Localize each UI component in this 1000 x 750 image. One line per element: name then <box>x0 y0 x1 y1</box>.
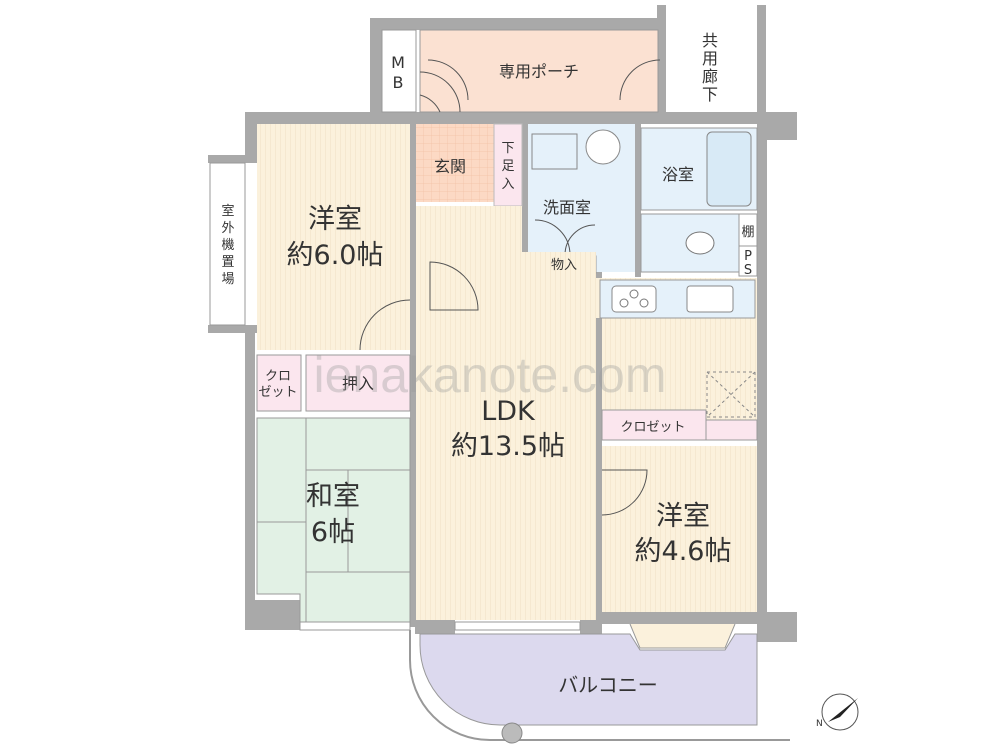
western-room-1-size: 約6.0帖 <box>287 240 384 271</box>
pipe-space <box>738 245 758 277</box>
svg-text:用: 用 <box>702 49 718 68</box>
walls <box>208 5 797 642</box>
toilet-icon <box>685 231 715 255</box>
shelf-label: 棚 <box>741 225 754 240</box>
japanese-room-name: 和室 <box>306 481 360 512</box>
entrance-label: 玄関 <box>434 157 466 176</box>
door-swing-icon <box>601 469 648 516</box>
svg-text:場: 場 <box>221 272 234 287</box>
svg-text:共: 共 <box>702 31 718 50</box>
closet-small <box>256 354 302 412</box>
ldk-size: 約13.5帖 <box>451 431 565 462</box>
svg-text:入: 入 <box>501 177 514 192</box>
western-room-2-size: 約4.6帖 <box>635 536 732 567</box>
svg-text:S: S <box>744 263 752 278</box>
oshiire-label: 押入 <box>342 374 374 393</box>
svg-text:クロ: クロ <box>265 369 291 384</box>
bathtub-icon <box>706 131 752 207</box>
closet-label: クロゼット <box>620 420 685 435</box>
closet <box>601 409 707 441</box>
shoe-cabinet <box>493 123 523 207</box>
corridor-label: 共用 廊下 <box>702 31 718 104</box>
ldk <box>416 252 596 620</box>
outdoor-unit-space <box>209 162 246 326</box>
stove-icon <box>611 285 657 313</box>
washroom-label: 洗面室 <box>543 198 591 217</box>
shoe-cabinet-label: 下足入 <box>501 141 514 192</box>
sink-icon <box>686 285 734 313</box>
oshiire <box>305 354 411 412</box>
svg-text:N: N <box>816 719 823 729</box>
door-swing-icon <box>359 299 411 351</box>
svg-text:廊: 廊 <box>702 67 718 86</box>
private-porch <box>419 29 659 113</box>
western-room-2-name: 洋室 <box>656 501 710 532</box>
porch-label: 専用ポーチ <box>499 62 579 81</box>
bath-label: 浴室 <box>662 165 694 184</box>
door-swing-icon <box>427 59 469 101</box>
western-room-2 <box>602 446 757 612</box>
svg-text:ゼット: ゼット <box>258 385 297 400</box>
storage-label: 物入 <box>551 258 577 273</box>
pillar-void <box>706 371 756 418</box>
door-swing-icon <box>619 59 661 101</box>
bay-window <box>629 623 736 649</box>
svg-text:下: 下 <box>501 141 514 156</box>
outdoor-unit-label: 室外 機置 場 <box>221 203 234 287</box>
western-room-1-name: 洋室 <box>308 204 362 235</box>
balcony <box>419 633 758 726</box>
svg-text:P: P <box>744 249 752 264</box>
ldk-name: LDK <box>481 396 536 427</box>
svg-text:室: 室 <box>221 203 234 219</box>
svg-text:置: 置 <box>221 255 234 270</box>
hallway <box>416 206 522 252</box>
north-compass-icon: N <box>816 693 859 731</box>
svg-text:M: M <box>391 53 405 72</box>
door-swing-icon <box>429 261 479 311</box>
svg-text:機: 機 <box>221 238 234 253</box>
svg-text:B: B <box>393 73 404 92</box>
svg-text:足: 足 <box>501 159 514 174</box>
balcony-label: バルコニー <box>558 673 658 697</box>
japanese-room-size: 6帖 <box>311 517 355 548</box>
svg-text:外: 外 <box>221 221 234 236</box>
meter-box <box>381 29 417 113</box>
svg-text:下: 下 <box>702 85 718 104</box>
western-room-1 <box>257 124 410 350</box>
watermark: ienakanote.com <box>313 347 666 403</box>
entrance <box>416 124 494 202</box>
